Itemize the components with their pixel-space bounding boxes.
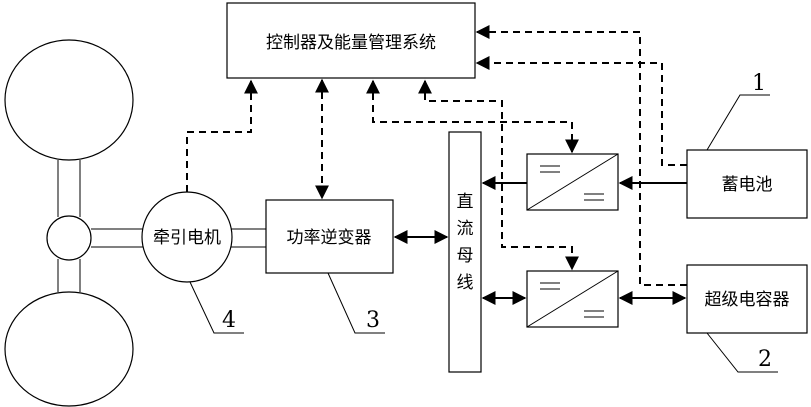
callout-number-1: 1 [752,71,766,96]
battery-block: 蓄电池 [687,150,807,218]
callout-leader-1 [707,95,770,150]
motor-label: 牵引电机 [153,228,221,248]
callout-number-2: 2 [758,347,772,372]
dc-bus-block: 直 流 母 线 [449,132,481,372]
vehicle-wheels [5,40,150,406]
front-wheel [5,40,133,160]
dc-bus-char-1: 直 [457,192,474,212]
inverter-label: 功率逆变器 [287,228,372,248]
controller-block: 控制器及能量管理系统 [227,3,475,78]
callout-number-3: 3 [366,308,380,333]
dc-bus-char-4: 线 [457,273,474,293]
rear-wheel [5,292,133,406]
controller-label: 控制器及能量管理系统 [266,33,436,53]
motor-to-controller-signal [187,81,251,192]
differential [47,216,91,260]
traction-motor: 牵引电机 [142,192,266,282]
dc-bus-char-2: 流 [457,219,474,239]
dcdc-converter-lower [527,271,618,327]
battery-to-controller-signal [477,63,687,165]
supercap-block: 超级电容器 [687,265,807,333]
supercap-label: 超级电容器 [705,290,790,310]
battery-label: 蓄电池 [722,175,773,195]
callout-number-4: 4 [222,308,236,333]
dc-bus-char-3: 母 [457,246,474,266]
dcdc-converter-upper [527,154,618,210]
inverter-block: 功率逆变器 [266,200,393,273]
